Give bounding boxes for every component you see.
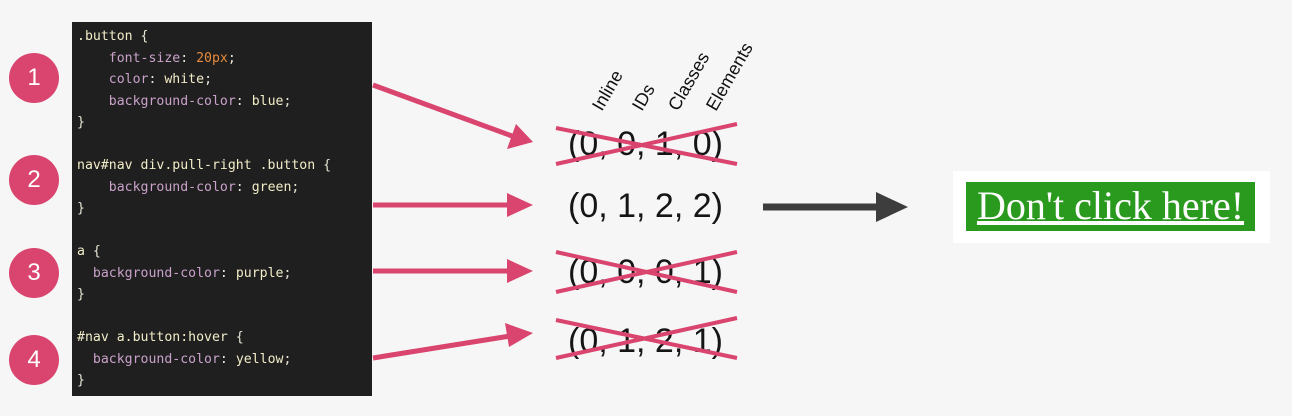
rule-number-badge: 2: [9, 155, 59, 205]
code-line: color: white;: [77, 69, 372, 91]
code-line: a {: [77, 241, 372, 263]
rule-2-arrowhead: [507, 193, 533, 217]
code-line: background-color: blue;: [77, 91, 372, 113]
code-token: ;: [283, 93, 292, 109]
code-line: .button {: [77, 26, 372, 48]
code-token: }: [77, 287, 85, 302]
code-line: }: [77, 370, 372, 392]
code-token: :: [219, 351, 236, 367]
code-token: font-size: [77, 50, 181, 66]
code-token: blue: [251, 93, 284, 109]
css-code-block: .button { font-size: 20px; color: white;…: [72, 22, 372, 396]
code-token: 20px: [196, 50, 228, 66]
code-token: a: [77, 244, 85, 259]
code-line: nav#nav div.pull-right .button {: [77, 155, 372, 177]
rule-number-badge: 4: [9, 335, 59, 385]
strike-cross-rule-1: [555, 122, 738, 166]
code-token: :: [235, 93, 252, 109]
rule-number-badge: 3: [9, 248, 59, 298]
dont-click-here-link[interactable]: Don't click here!: [966, 182, 1255, 231]
strike-cross-rule-3: [555, 250, 738, 294]
code-token: :: [235, 179, 252, 195]
code-token: green: [251, 179, 292, 195]
code-token: :: [219, 265, 236, 281]
code-line: #nav a.button:hover {: [77, 327, 372, 349]
specificity-value: (0, 1, 2, 2): [568, 187, 723, 225]
code-token: {: [227, 330, 244, 345]
code-token: ;: [283, 351, 292, 367]
code-line: background-color: purple;: [77, 263, 372, 285]
rule-number-badge: 1: [9, 53, 59, 103]
code-token: color: [77, 72, 149, 87]
code-token: .button: [77, 29, 133, 44]
code-line: }: [77, 284, 372, 306]
code-token: {: [315, 158, 332, 173]
result-arrow: [763, 192, 908, 222]
code-token: #nav a.button:hover: [77, 330, 228, 345]
code-token: yellow: [235, 351, 284, 367]
code-line: background-color: yellow;: [77, 349, 372, 371]
rule-4-arrow: [372, 333, 511, 361]
code-line: background-color: green;: [77, 177, 372, 199]
code-token: }: [77, 201, 85, 216]
code-token: :: [180, 50, 197, 66]
code-line: }: [77, 112, 372, 134]
code-token: white: [164, 72, 205, 87]
code-token: background-color: [77, 265, 220, 281]
code-token: nav#nav div.pull-right .button: [77, 158, 316, 173]
rule-3-arrowhead: [507, 259, 533, 283]
code-token: }: [77, 373, 85, 388]
code-token: {: [84, 244, 101, 259]
code-token: {: [132, 29, 149, 44]
code-token: background-color: [77, 93, 236, 109]
code-token: ;: [227, 50, 236, 66]
code-token: :: [148, 72, 165, 87]
code-line: }: [77, 198, 372, 220]
code-token: purple: [235, 265, 284, 281]
code-token: background-color: [77, 351, 220, 367]
code-token: ;: [291, 179, 300, 195]
rule-1-arrow: [372, 82, 513, 139]
code-token: ;: [283, 265, 292, 281]
rule-4-arrowhead: [505, 323, 533, 347]
code-line: font-size: 20px;: [77, 48, 372, 70]
code-token: background-color: [77, 179, 236, 195]
rule-1-arrowhead: [507, 124, 533, 149]
code-token: }: [77, 115, 85, 130]
code-token: ;: [204, 72, 213, 87]
rendered-result-preview: Don't click here!: [953, 171, 1270, 243]
strike-cross-rule-4: [555, 316, 738, 360]
